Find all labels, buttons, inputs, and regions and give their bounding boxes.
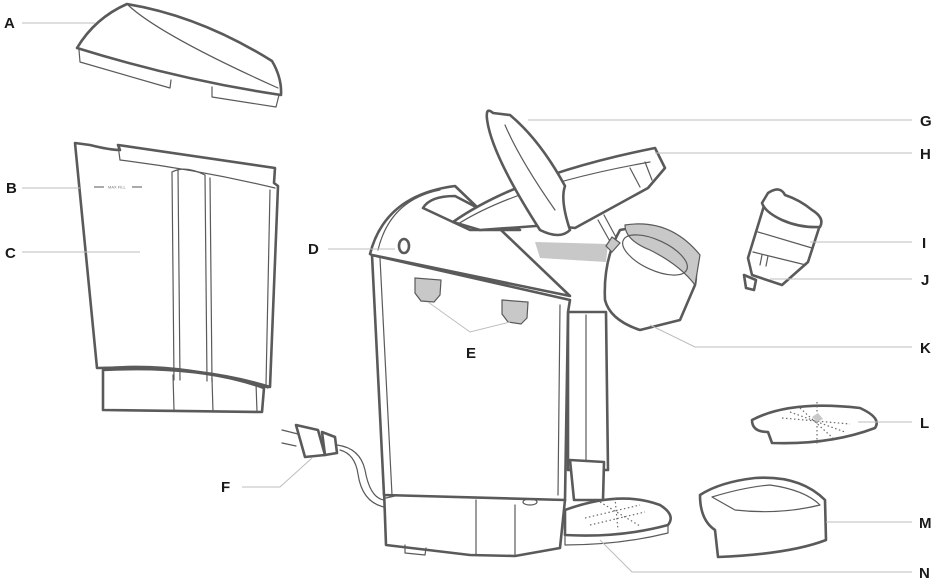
control-button-1[interactable]: [415, 278, 441, 302]
label-b: B: [6, 180, 17, 197]
label-j: J: [921, 272, 929, 289]
exit-needle: [744, 275, 756, 290]
max-fill-text: MAX FILL: [108, 185, 127, 190]
label-n: N: [919, 565, 930, 582]
power-cord: [282, 425, 384, 507]
label-m: M: [919, 515, 932, 532]
pod-holder-assembly: [605, 224, 700, 330]
label-a: A: [4, 15, 15, 32]
label-k: K: [920, 340, 931, 357]
label-f: F: [221, 479, 230, 496]
label-c: C: [5, 245, 16, 262]
reservoir-lid: [77, 4, 281, 107]
label-g: G: [920, 113, 932, 130]
pod-holder-funnel: [744, 189, 821, 290]
power-button[interactable]: [399, 239, 409, 253]
label-d: D: [308, 241, 319, 258]
label-l: L: [920, 415, 929, 432]
drip-tray-plate: [752, 402, 877, 445]
water-reservoir: MAX FILL: [75, 143, 278, 412]
label-i: I: [922, 235, 926, 252]
label-h: H: [920, 146, 931, 163]
label-e: E: [466, 345, 476, 362]
drip-tray: [700, 478, 826, 557]
